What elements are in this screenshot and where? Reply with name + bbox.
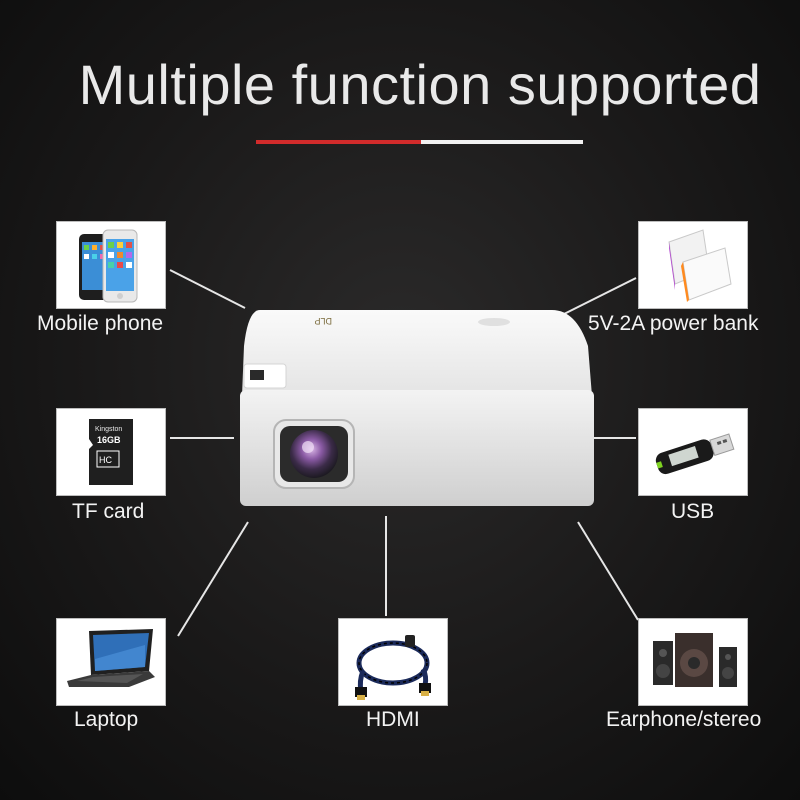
sd-card-icon: Kingston 16GB HC bbox=[89, 419, 133, 485]
connector-earphone bbox=[577, 521, 639, 621]
laptop-icon bbox=[67, 629, 155, 687]
hdmi-thumbnail bbox=[338, 618, 448, 706]
dlp-logo: DLP bbox=[314, 316, 332, 326]
tf-card-thumbnail: Kingston 16GB HC bbox=[56, 408, 166, 496]
connector-mobile-phone bbox=[169, 269, 246, 309]
usb-drive-icon bbox=[655, 433, 735, 475]
earphone-stereo-thumbnail bbox=[638, 618, 748, 706]
hdmi-cable-icon bbox=[355, 635, 431, 700]
svg-text:HC: HC bbox=[99, 455, 112, 465]
page-title: Multiple function supported bbox=[78, 53, 762, 116]
mobile-phone-thumbnail bbox=[56, 221, 166, 309]
connector-laptop bbox=[177, 521, 249, 637]
label-tf-card: TF card bbox=[72, 500, 145, 523]
svg-text:16GB: 16GB bbox=[97, 435, 121, 445]
smartphone-icon bbox=[79, 229, 138, 303]
power-bank-thumbnail bbox=[638, 221, 748, 309]
title-underline-red bbox=[256, 140, 421, 144]
projector-image: DLP bbox=[240, 310, 594, 506]
speakers-icon bbox=[653, 633, 737, 687]
label-hdmi: HDMI bbox=[366, 708, 420, 731]
laptop-thumbnail bbox=[56, 618, 166, 706]
power-bank-icon bbox=[668, 229, 732, 302]
label-power-bank: 5V-2A power bank bbox=[588, 312, 759, 335]
label-laptop: Laptop bbox=[74, 708, 139, 731]
label-earphone-stereo: Earphone/stereo bbox=[606, 708, 762, 731]
svg-text:Kingston: Kingston bbox=[95, 426, 122, 433]
title-underline-white bbox=[421, 140, 583, 144]
label-mobile-phone: Mobile phone bbox=[37, 312, 164, 335]
connector-power-bank bbox=[555, 277, 637, 319]
label-usb: USB bbox=[671, 500, 715, 523]
usb-thumbnail bbox=[638, 408, 748, 496]
